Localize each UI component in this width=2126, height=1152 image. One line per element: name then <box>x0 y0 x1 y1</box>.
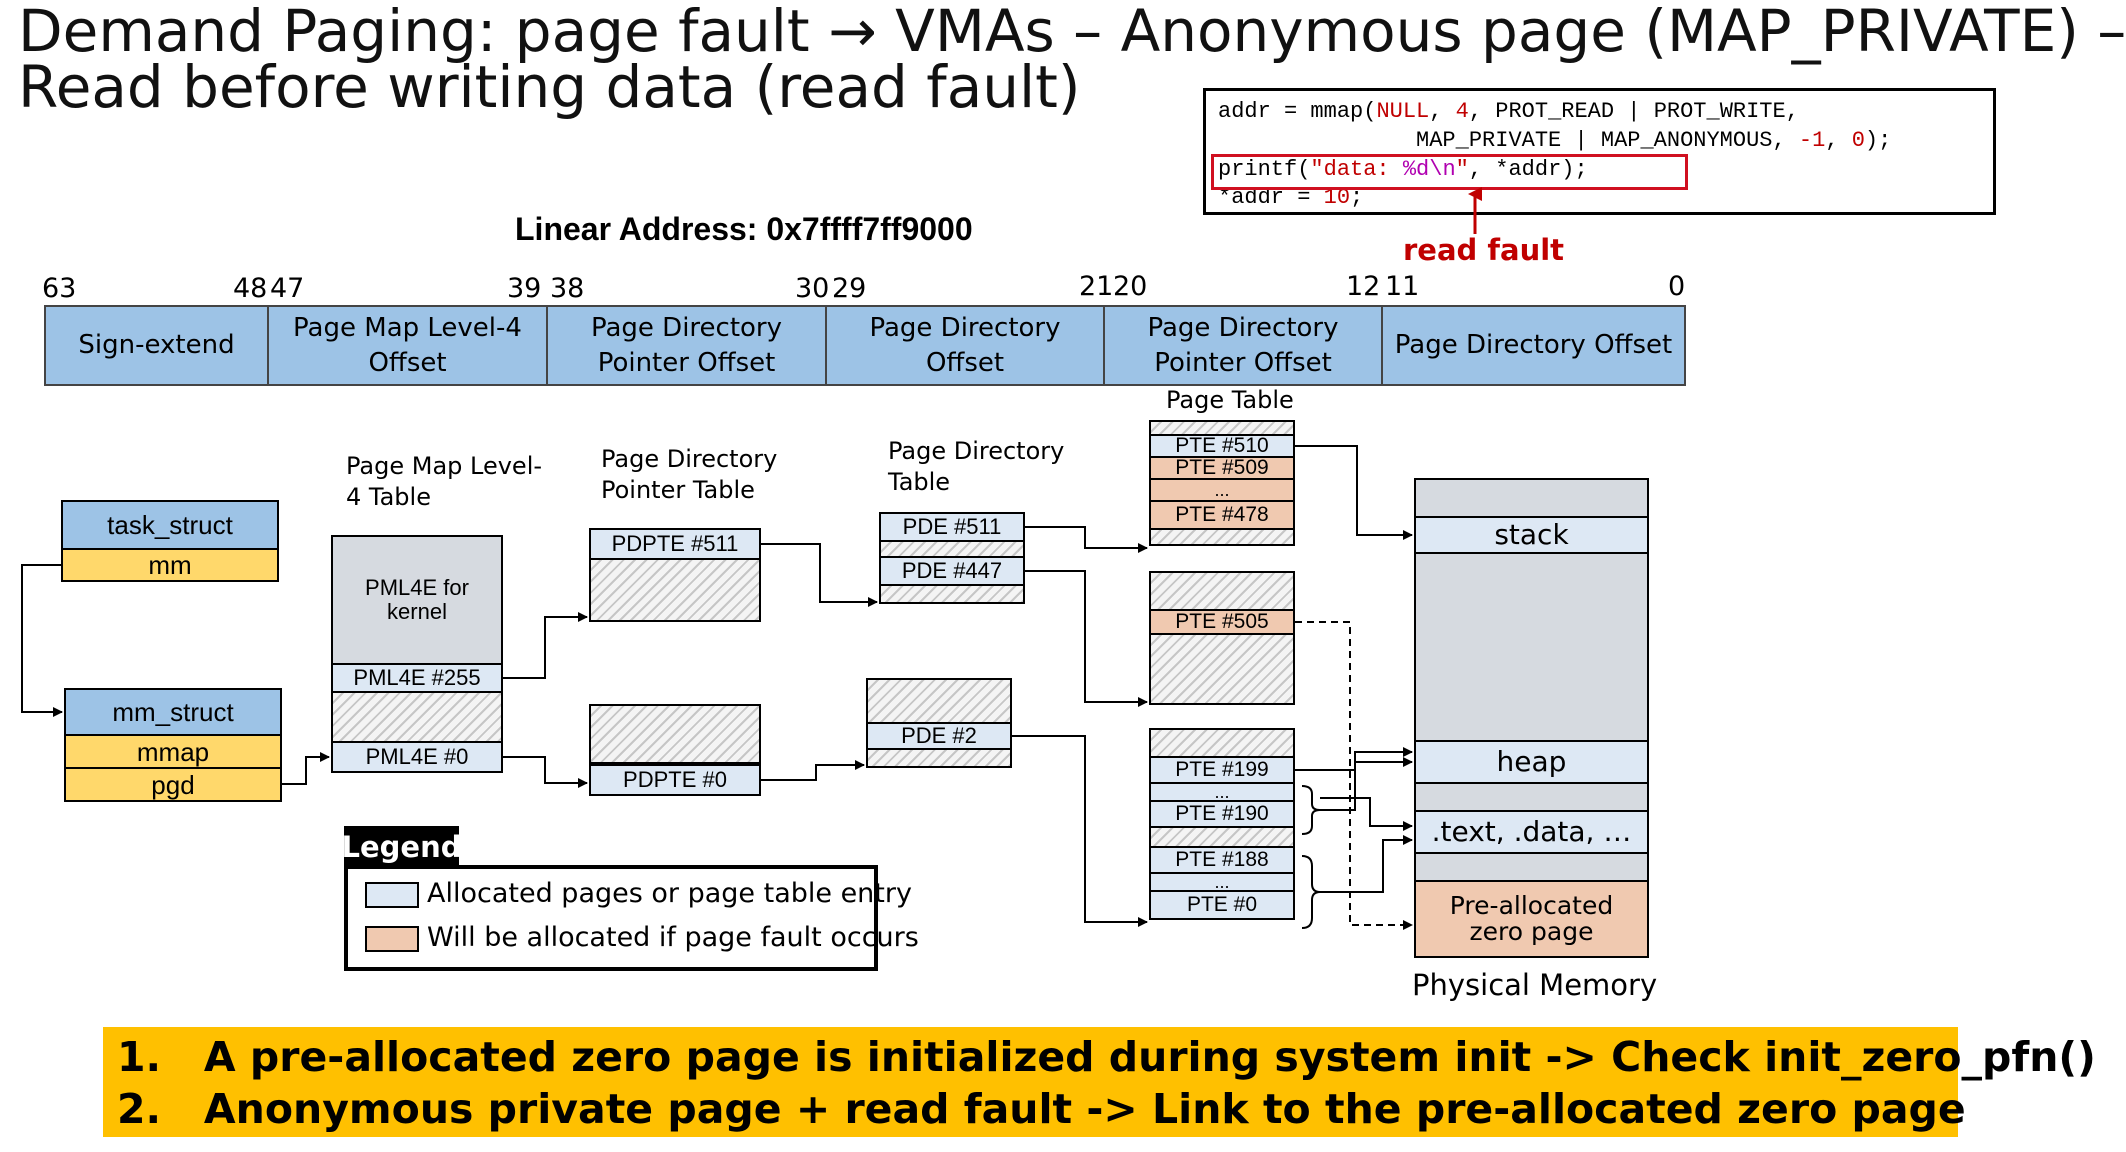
pd-label: Page Directory Table <box>888 437 1065 496</box>
mm-struct-pgd: pgd <box>64 767 282 802</box>
phys-zero-page: Pre-allocated zero page <box>1414 880 1649 958</box>
note-2: 2. Anonymous private page + read fault -… <box>117 1085 1966 1133</box>
pml4e-kernel: PML4E for kernel <box>331 535 503 665</box>
phys-text-data: .text, .data, … <box>1414 810 1649 854</box>
legend-allocated-text: Allocated pages or page table entry <box>427 878 912 909</box>
arrow-pde511-to-pt1 <box>1025 526 1148 553</box>
phys-stack: stack <box>1414 516 1649 554</box>
pte-0: PTE #0 <box>1149 890 1295 920</box>
code-line-2: MAP_PRIVATE | MAP_ANONYMOUS, -1, 0); <box>1218 128 1892 153</box>
dashed-pte505-to-zero <box>1295 621 1413 930</box>
arrow-pgd-to-pml4 <box>282 752 330 785</box>
legend-will-allocate-text: Will be allocated if page fault occurs <box>427 922 919 953</box>
arrow-mm-to-mm-struct <box>21 564 63 717</box>
pd-lower-unused <box>866 678 1012 724</box>
pte-188: PTE #188 <box>1149 846 1295 874</box>
pde-2: PDE #2 <box>866 722 1012 750</box>
bit-0: 0 <box>1668 271 1686 302</box>
pd-mid-unused <box>879 584 1025 604</box>
pt1-bottom-unused <box>1149 528 1295 546</box>
pt1-ellipsis: ... <box>1149 478 1295 502</box>
field-pd-offset: Page Directory Offset <box>825 305 1105 386</box>
code-line-1: addr = mmap(NULL, 4, PROT_READ | PROT_WR… <box>1218 99 1799 124</box>
mm-struct-title: mm_struct <box>64 688 282 736</box>
legend-allocated-swatch <box>365 882 419 908</box>
phys-mem-label: Physical Memory <box>1412 968 1658 1002</box>
page-table-label: Page Table <box>1166 386 1294 414</box>
arrow-brace1-to-text <box>1320 797 1413 831</box>
arrow-pde447-to-pt2 <box>1025 570 1148 707</box>
pml4e-255: PML4E #255 <box>331 663 503 693</box>
bit-21: 21 <box>1079 271 1114 302</box>
pte-190: PTE #190 <box>1149 800 1295 828</box>
pt2-bottom-unused <box>1149 633 1295 705</box>
bit-20: 20 <box>1113 271 1148 302</box>
code-line-3: printf("data: %d\n", *addr); <box>1218 157 1588 182</box>
pdpt-label: Page Directory Pointer Table <box>601 445 778 504</box>
printf-highlight <box>1211 154 1688 190</box>
arrow-pml4e255-to-pdpt <box>503 612 588 679</box>
pde-447: PDE #447 <box>879 556 1025 586</box>
notes-banner: 1. A pre-allocated zero page is initiali… <box>103 1027 2096 1137</box>
arrow-pde2-to-pt3 <box>1012 735 1148 927</box>
pdpt-upper-unused <box>589 558 761 622</box>
arrow-pdpte0-to-pd <box>761 760 865 781</box>
arrow-brace2-to-text <box>1320 835 1413 893</box>
brace-pte188-0 <box>1301 855 1321 929</box>
phys-mem-gap-1 <box>1414 552 1649 742</box>
arrow-pml4e0-to-pdpt <box>503 756 588 788</box>
pdpt-lower-unused <box>589 704 761 764</box>
slide-title-line2: Read before writing data (read fault) <box>18 53 1081 121</box>
bit-30: 30 <box>795 273 830 304</box>
field-sign-extend: Sign-extend <box>44 305 269 386</box>
pml4-label: Page Map Level-4 Table <box>346 452 543 511</box>
phys-heap: heap <box>1414 740 1649 784</box>
arrow-brace1-to-heap <box>1320 757 1413 811</box>
field-pml4-offset: Page Map Level-4 Offset <box>267 305 548 386</box>
pd-bottom-unused <box>866 748 1012 768</box>
bit-12: 12 <box>1346 271 1381 302</box>
field-pt-offset: Page Directory Pointer Offset <box>1103 305 1383 386</box>
bit-29: 29 <box>832 273 867 304</box>
bit-48: 48 <box>233 273 268 304</box>
legend-box <box>344 865 878 971</box>
pde-511: PDE #511 <box>879 512 1025 542</box>
field-page-offset: Page Directory Offset <box>1381 305 1686 386</box>
code-box: addr = mmap(NULL, 4, PROT_READ | PROT_WR… <box>1203 88 1996 215</box>
legend-will-allocate-swatch <box>365 926 419 952</box>
bit-39: 39 <box>507 273 542 304</box>
linear-address-label: Linear Address: 0x7ffff7ff9000 <box>515 211 973 247</box>
pdpte-511: PDPTE #511 <box>589 528 761 560</box>
note-1: 1. A pre-allocated zero page is initiali… <box>117 1033 2096 1081</box>
bit-11: 11 <box>1385 271 1420 302</box>
slide-title-line1: Demand Paging: page fault → VMAs – Anony… <box>18 0 2126 65</box>
mm-struct-mmap: mmap <box>64 734 282 769</box>
pml4e-0: PML4E #0 <box>331 741 503 773</box>
bit-38: 38 <box>550 273 585 304</box>
bit-47: 47 <box>270 273 305 304</box>
brace-pte199-190 <box>1301 785 1321 835</box>
arrow-pdpte511-to-pd <box>761 543 878 607</box>
read-fault-label: read fault <box>1403 233 1565 267</box>
pdpte-0: PDPTE #0 <box>589 764 761 796</box>
bit-63: 63 <box>42 273 77 304</box>
task-struct-mm: mm <box>61 548 279 582</box>
legend-title: Legend <box>342 826 462 868</box>
pte-505: PTE #505 <box>1149 609 1295 635</box>
arrow-pte510-to-stack <box>1295 445 1413 540</box>
phys-mem-gap-3 <box>1414 852 1649 882</box>
connector-lines <box>21 187 1482 930</box>
task-struct-title: task_struct <box>61 500 279 550</box>
